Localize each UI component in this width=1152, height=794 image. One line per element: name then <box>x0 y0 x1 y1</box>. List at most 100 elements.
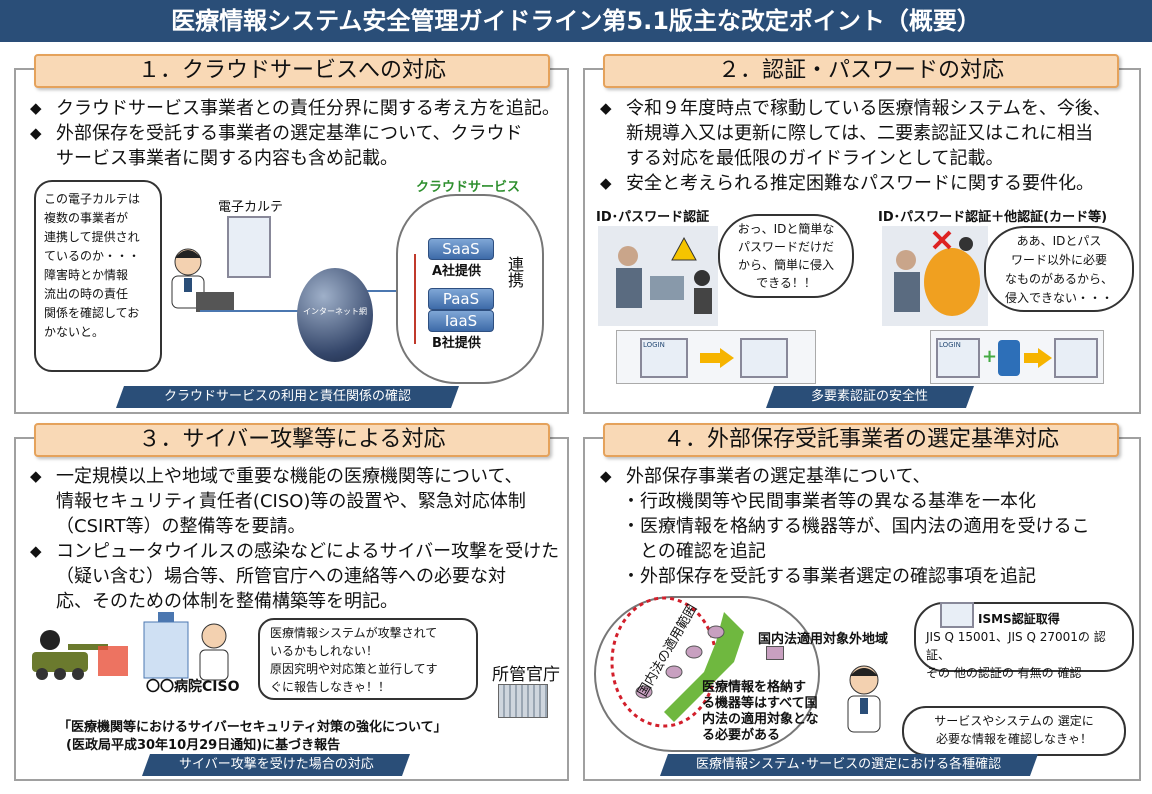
note-line: る必要がある <box>702 728 781 743</box>
intruder-easy-illustration <box>598 226 718 326</box>
bullet-item: クラウドサービス事業者との責任分界に関する考え方を追記。 <box>28 96 563 121</box>
isms-line: その 他の認証の 有無の 確認 <box>926 666 1082 680</box>
iaas-box: IaaS <box>428 310 494 332</box>
bullet-item: 一定規模以上や地域で重要な機能の医療機関等について、 <box>28 464 568 489</box>
login-screen-icon <box>936 338 980 378</box>
hospital-label: 〇〇病院CISO <box>146 679 240 695</box>
internet-label: インターネット網 <box>303 307 367 316</box>
id-password-label: ID･パスワード認証 <box>596 210 710 225</box>
renkei-label: 連携 <box>505 256 524 288</box>
bullet-continuation: 応、そのための体制を整備構築等を明記。 <box>56 591 398 612</box>
sub-item: ・行政機関等や民間事業者等の異なる基準を一本化 <box>622 491 1036 512</box>
bubble-line: 連携して提供され <box>44 230 140 244</box>
caption-cloud: クラウドサービスの利用と責任関係の確認 <box>115 386 460 408</box>
bubble-line: 複数の事業者が <box>44 211 129 225</box>
saas-box: SaaS <box>428 238 494 260</box>
bubble-line: サービスやシステムの 選定に <box>934 714 1094 728</box>
cloud-service-label: クラウドサービス <box>416 180 521 195</box>
bubble-line: できる！！ <box>756 276 816 290</box>
login-success-screen-icon <box>740 338 788 378</box>
hospital-ciso-illustration <box>143 612 229 681</box>
company-a-label: A社提供 <box>432 264 482 279</box>
bubble-line: ているのか・・・ <box>44 249 141 263</box>
id-password-plus-label: ID･パスワード認証＋他認証(カード等) <box>878 210 1108 225</box>
bubble-line: ああ、IDとパス <box>1016 234 1102 248</box>
intruder-bubble-easy: おっ、IDと簡単な パスワードだけだ から、簡単に侵入 できる！！ <box>718 214 854 298</box>
bubble-line: 流出の時の責任 <box>44 287 129 301</box>
caption-text: クラウドサービスの利用と責任関係の確認 <box>163 389 411 404</box>
notice-line-1: 「医療機関等におけるサイバーセキュリティ対策の強化について」 <box>58 720 447 735</box>
network-line <box>200 310 310 312</box>
caption-text: サイバー攻撃を受けた場合の対応 <box>178 757 374 772</box>
bubble-line: 障害時とか情報 <box>44 268 129 282</box>
heading-cloud: １．クラウドサービスへの対応 <box>34 54 550 88</box>
login-text: LOGIN <box>643 341 665 349</box>
caption-text: 多要素認証の安全性 <box>811 389 929 404</box>
bullet-continuation: （疑い含む）場合等、所管官庁への連絡等への必要な対 <box>56 566 506 587</box>
isms-title: ISMS認証取得 <box>978 612 1060 626</box>
paas-box: PaaS <box>428 288 494 310</box>
heading-auth: ２．認証・パスワードの対応 <box>603 54 1119 88</box>
bullet-continuation: する対応を最低限のガイドラインとして記載。 <box>626 148 1004 169</box>
bubble-line: いるかもしれない！ <box>270 644 379 658</box>
network-line <box>365 290 425 292</box>
bullets-auth: 令和９年度時点で稼動している医療情報システムを、今後、 新規導入又は更新に際して… <box>598 96 1138 196</box>
intruder-blocked-illustration <box>882 226 988 326</box>
bullets-cyber: 一定規模以上や地域で重要な機能の医療機関等について、 情報セキュリティ責任者(C… <box>28 464 568 614</box>
caption-vendor: 医療情報システム･サービスの選定における各種確認 <box>659 754 1039 776</box>
caption-cyber: サイバー攻撃を受けた場合の対応 <box>141 754 411 776</box>
government-building-icon <box>498 684 548 718</box>
bubble-line: おっ、IDと簡単な <box>737 222 835 236</box>
bubble-line: ワード以外に必要 <box>1010 253 1107 267</box>
staff-person-illustration <box>847 665 881 733</box>
bullet-continuation: （CSIRT等）の整備等を要請。 <box>56 516 306 537</box>
ekarte-screen-icon <box>227 216 271 278</box>
bubble-line: 侵入できない・・・ <box>1004 291 1113 305</box>
sub-item: ・医療情報を格納する機器等が、国内法の適用を受けるこ <box>622 516 1090 537</box>
bullet-item: 外部保存事業者の選定基準について、 <box>598 464 1138 489</box>
heading-vendor: ４．外部保存受託事業者の選定基準対応 <box>603 423 1119 457</box>
bullet-item: 令和９年度時点で稼動している医療情報システムを、今後、 <box>598 96 1138 121</box>
bracket-line <box>414 254 416 344</box>
plus-icon: + <box>982 346 998 367</box>
arrow-icon <box>720 348 734 368</box>
bubble-line: 医療情報システムが攻撃されて <box>270 626 438 640</box>
sub-item: との確認を追記 <box>622 541 766 562</box>
doctor-at-laptop-illustration <box>171 248 234 312</box>
caption-text: 医療情報システム･サービスの選定における各種確認 <box>696 757 1002 772</box>
note-line: 内法の適用対象とな <box>702 712 819 727</box>
ekarte-label: 電子カルテ <box>218 200 284 215</box>
panel-cyber <box>14 437 569 781</box>
bullet-item: 外部保存を受託する事業者の選定基準について、クラウド <box>28 121 563 146</box>
note-line: る機器等はすべて国 <box>702 696 818 711</box>
bubble-line: パスワードだけだ <box>737 240 834 254</box>
login-screen-icon <box>640 338 688 378</box>
bubble-line: から、簡単に侵入 <box>737 258 834 272</box>
arrow-icon <box>700 353 720 363</box>
bubble-line: 必要な情報を確認しなきゃ！ <box>935 732 1092 746</box>
card-device-icon <box>998 340 1020 376</box>
device-note: 医療情報を格納す る機器等はすべて国 内法の適用対象とな る必要がある <box>702 680 819 744</box>
arrow-icon <box>1024 353 1038 363</box>
storage-device-icon <box>766 646 784 660</box>
bubble-line: ぐに報告しなきゃ！！ <box>270 680 391 694</box>
bullets-cloud: クラウドサービス事業者との責任分界に関する考え方を追記。 外部保存を受託する事業… <box>28 96 563 171</box>
office-label: 所管官庁 <box>492 665 560 685</box>
bubble-line: 関係を確認してお <box>44 306 140 320</box>
bullet-item: 安全と考えられる推定困難なパスワードに関する要件化。 <box>598 171 1138 196</box>
bullets-vendor: 外部保存事業者の選定基準について、 ・行政機関等や民間事業者等の異なる基準を一本… <box>598 464 1138 589</box>
company-b-label: B社提供 <box>432 336 481 351</box>
staff-speech-bubble: サービスやシステムの 選定に 必要な情報を確認しなきゃ！ <box>902 706 1126 756</box>
login-success-screen-icon <box>1054 338 1098 378</box>
login-text: LOGIN <box>939 341 961 349</box>
bubble-line: この電子カルテは <box>44 192 141 206</box>
page-title: 医療情報システム安全管理ガイドライン第5.1版主な改定ポイント（概要） <box>0 0 1152 42</box>
internet-globe-icon <box>297 268 373 362</box>
bullet-continuation: 情報セキュリティ責任者(CISO)等の設置や、緊急対応体制 <box>56 491 526 512</box>
certificate-icon <box>940 602 974 628</box>
bubble-line: 原因究明や対応策と並行してす <box>270 662 438 676</box>
bullet-item: コンピュータウイルスの感染などによるサイバー攻撃を受けた <box>28 539 568 564</box>
bullet-continuation: 新規導入又は更新に際しては、二要素認証又はこれに相当 <box>626 123 1094 144</box>
outside-region-label: 国内法適用対象外地域 <box>758 632 889 647</box>
note-line: 医療情報を格納す <box>702 680 807 695</box>
